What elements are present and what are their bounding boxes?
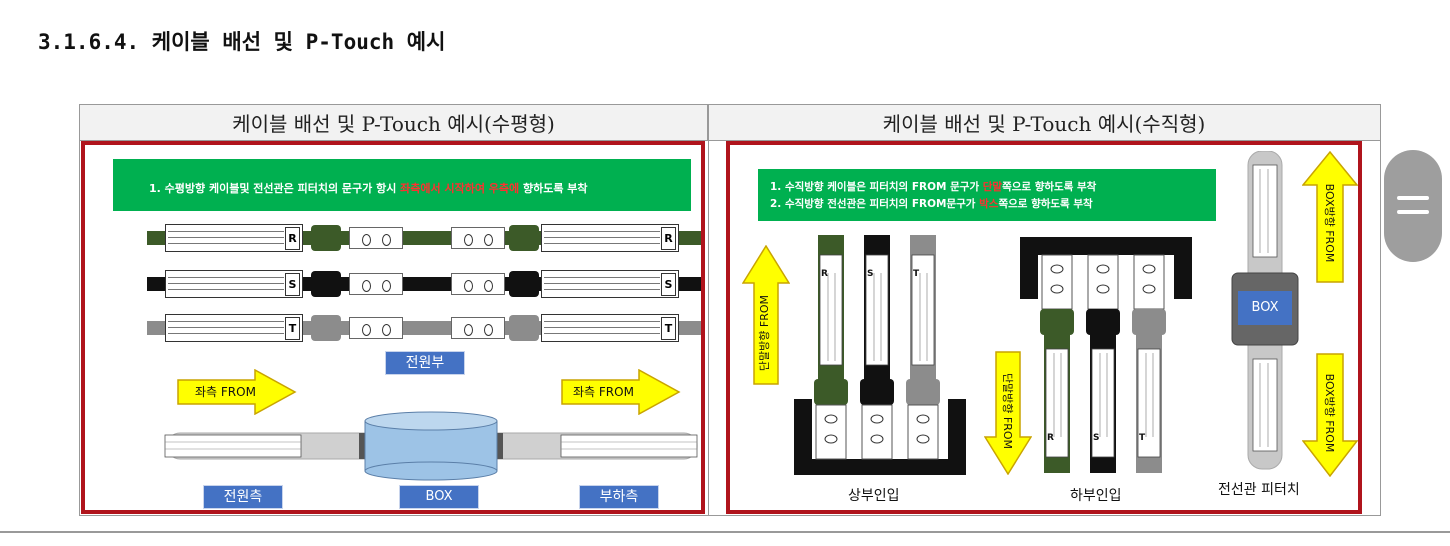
phase-letter: S xyxy=(867,269,874,279)
side-menu-button[interactable] xyxy=(1384,150,1442,262)
ptouch-tag-left: R xyxy=(165,224,303,252)
terminal-from-down-arrow-icon xyxy=(984,351,1032,475)
ptouch-tag-right: S xyxy=(541,270,679,298)
left-from-arrow-label: 좌측 FROM xyxy=(195,385,256,399)
menu-bar-bottom xyxy=(1397,210,1429,214)
vertical-instruction-banner: 1. 수직방향 케이블은 피터치의 FROM 문구가 단말쪽으로 향하도록 부착… xyxy=(758,169,1216,221)
phase-letter: R xyxy=(661,227,676,250)
top-entry-cables-icon xyxy=(794,235,966,475)
cable-ferrule xyxy=(311,225,341,251)
bottom-entry-caption: 하부인입 xyxy=(1070,488,1122,504)
right-column-title: 케이블 배선 및 P-Touch 예시(수직형) xyxy=(708,105,1380,141)
horizontal-example-panel: 1. 수평방향 케이블및 전선관은 피터치의 문구가 항시 좌측에서 시작하여 … xyxy=(81,141,705,514)
cable-ferrule xyxy=(509,271,539,297)
load-side-label: 부하측 xyxy=(579,485,659,509)
ptouch-tag-right: T xyxy=(541,314,679,342)
terminal-from-up-arrow-label: 단말방향 FROM xyxy=(758,294,771,372)
cable-lug xyxy=(349,273,403,295)
bottom-divider xyxy=(0,531,1450,533)
phase-letter: T xyxy=(1139,433,1146,443)
cable-row-s: S S xyxy=(147,270,701,298)
phase-letter: R xyxy=(821,269,828,279)
phase-letter: R xyxy=(1047,433,1054,443)
power-section-label: 전원부 xyxy=(385,351,465,375)
cable-row-t: T T xyxy=(147,314,701,342)
section-heading: 3.1.6.4. 케이블 배선 및 P-Touch 예시 xyxy=(38,30,446,54)
box-from-up-arrow-icon xyxy=(1302,151,1358,283)
ptouch-tag-left: T xyxy=(165,314,303,342)
right-from-arrow-label: 좌측 FROM xyxy=(573,385,634,399)
bottom-entry-cables-icon xyxy=(1020,237,1192,473)
phase-letter: S xyxy=(285,273,300,296)
source-side-label: 전원측 xyxy=(203,485,283,509)
conduit-box-label: BOX xyxy=(1251,300,1279,315)
box-from-down-arrow-icon xyxy=(1302,353,1358,477)
horizontal-instruction-banner: 1. 수평방향 케이블및 전선관은 피터치의 문구가 항시 좌측에서 시작하여 … xyxy=(113,159,691,211)
top-entry-caption: 상부인입 xyxy=(848,488,900,504)
ptouch-tag-left: S xyxy=(165,270,303,298)
vertical-conduit-icon xyxy=(1231,151,1299,470)
phase-letter: T xyxy=(661,317,676,340)
cable-lug xyxy=(349,227,403,249)
banner-text-highlight: 좌측에서 시작하여 우측에 xyxy=(400,182,520,195)
right-from-arrow-icon xyxy=(561,369,681,415)
conduit-caption: 전선관 피터치 xyxy=(1218,482,1300,498)
vertical-example-panel: 1. 수직방향 케이블은 피터치의 FROM 문구가 단말쪽으로 향하도록 부착… xyxy=(726,141,1362,514)
cable-lug xyxy=(451,317,505,339)
figure-table: 케이블 배선 및 P-Touch 예시(수평형) 케이블 배선 및 P-Touc… xyxy=(79,104,1381,516)
terminal-from-up-arrow-icon xyxy=(742,245,790,385)
phase-letter: R xyxy=(285,227,300,250)
cable-lug xyxy=(349,317,403,339)
cable-row-r: R R xyxy=(147,224,701,252)
cable-ferrule xyxy=(509,225,539,251)
cable-ferrule xyxy=(311,315,341,341)
cable-ferrule xyxy=(509,315,539,341)
box-from-up-arrow-label: BOX방향 FROM xyxy=(1323,183,1336,263)
cable-ferrule xyxy=(311,271,341,297)
cable-lug xyxy=(451,227,505,249)
terminal-from-down-arrow-label: 단말방향 FROM xyxy=(1001,372,1014,450)
vertical-instruction-line-2: 2. 수직방향 전선관은 피터치의 FROM문구가 박스쪽으로 향하도록 부착 xyxy=(770,198,1093,210)
left-column-title: 케이블 배선 및 P-Touch 예시(수평형) xyxy=(80,105,708,141)
cable-lug xyxy=(451,273,505,295)
column-divider xyxy=(708,105,709,515)
phase-letter: S xyxy=(661,273,676,296)
phase-letter: T xyxy=(913,269,920,279)
vertical-instruction-line-1: 1. 수직방향 케이블은 피터치의 FROM 문구가 단말쪽으로 향하도록 부착 xyxy=(770,181,1097,193)
box-label: BOX xyxy=(399,485,479,509)
phase-letter: S xyxy=(1093,433,1100,443)
box-from-down-arrow-label: BOX방향 FROM xyxy=(1323,373,1336,453)
ptouch-tag-right: R xyxy=(541,224,679,252)
phase-letter: T xyxy=(285,317,300,340)
menu-bar-top xyxy=(1397,196,1429,200)
left-from-arrow-icon xyxy=(177,369,297,415)
banner-text-prefix: 1. 수평방향 케이블및 전선관은 피터치의 문구가 항시 xyxy=(149,182,401,195)
banner-text-suffix: 향하도록 부착 xyxy=(519,182,588,195)
conduit-with-box-icon xyxy=(164,411,698,481)
